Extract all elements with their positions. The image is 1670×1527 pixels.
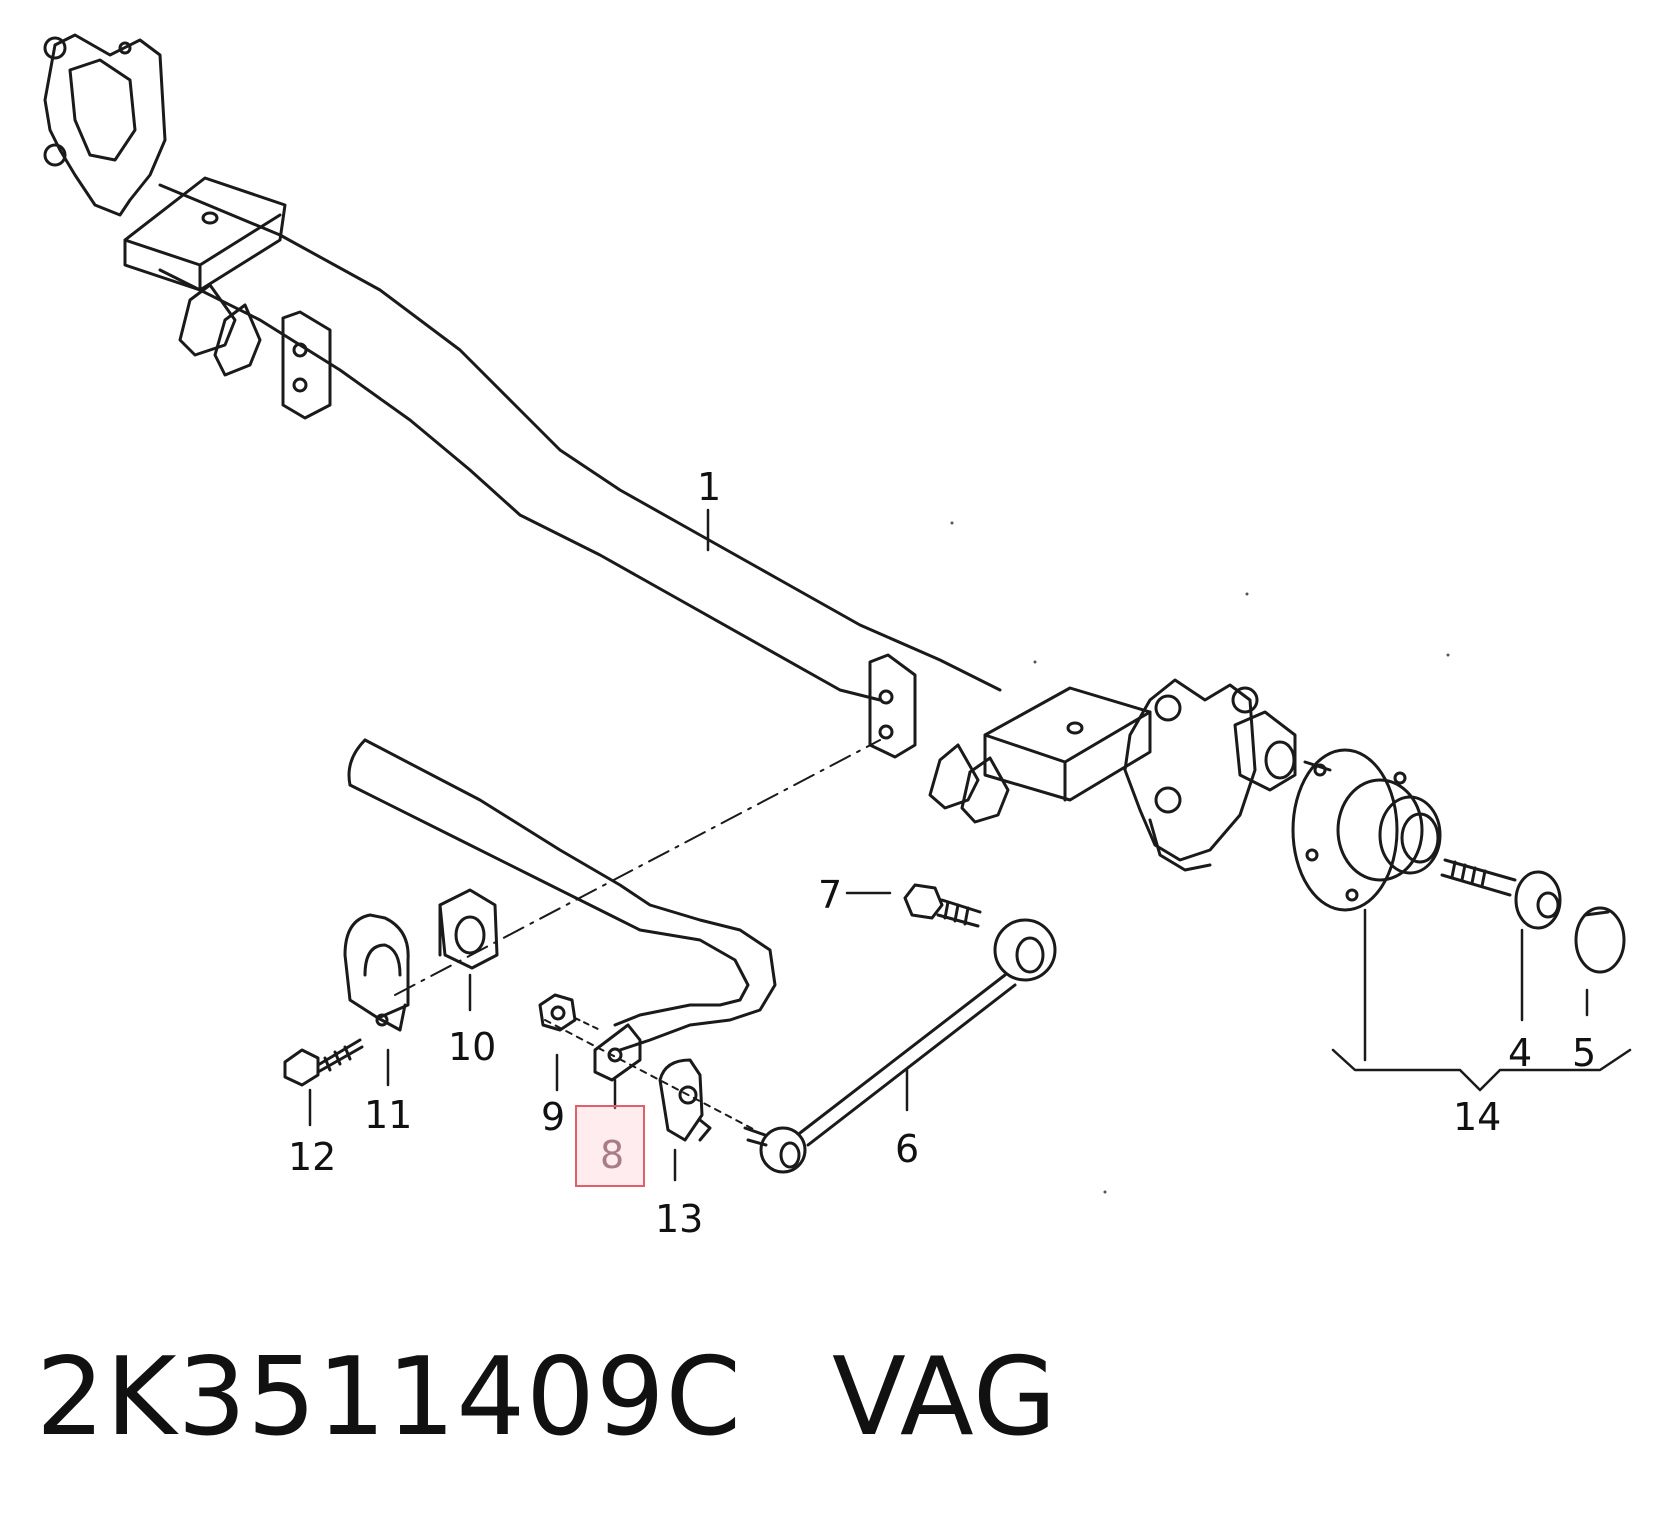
rear-axle-beam xyxy=(43,33,1332,872)
hub-bolt xyxy=(1440,858,1562,930)
wheel-hub xyxy=(1291,748,1442,912)
bushing-clamp xyxy=(343,913,410,1032)
callout-11: 11 xyxy=(364,1093,412,1137)
coupling-rod-bolt xyxy=(903,883,982,928)
link-nut xyxy=(538,993,601,1032)
stabilizer-bushing xyxy=(438,888,499,970)
callout-1: 1 xyxy=(697,465,721,509)
callout-labels: 1 7 6 10 11 12 9 8 13 4 5 14 xyxy=(288,465,1596,1241)
callout-5: 5 xyxy=(1572,1031,1596,1075)
part-number: 2K3511409C xyxy=(36,1335,742,1460)
clamp-bolt xyxy=(283,1038,364,1087)
part-caption: 2K3511409C VAG xyxy=(36,1335,1058,1460)
callout-4: 4 xyxy=(1508,1031,1532,1075)
hub-cap xyxy=(1574,906,1626,974)
brand-name: VAG xyxy=(831,1335,1058,1460)
assembly-centerline-link xyxy=(544,1019,756,1131)
callout-9: 9 xyxy=(541,1095,565,1139)
callout-10: 10 xyxy=(448,1025,496,1069)
callout-12: 12 xyxy=(288,1135,336,1179)
highlighted-part-frame xyxy=(575,1105,645,1187)
scan-specks xyxy=(950,521,1450,1194)
stabilizer-link-bracket xyxy=(593,1023,642,1082)
callout-7: 7 xyxy=(818,873,842,917)
callout-13: 13 xyxy=(655,1197,703,1241)
callout-8: 8 xyxy=(600,1133,624,1177)
stabilizer-bar xyxy=(347,738,777,1052)
link-clip xyxy=(658,1058,712,1142)
callout-6: 6 xyxy=(895,1127,919,1171)
leader-lines xyxy=(308,508,1632,1182)
callout-14: 14 xyxy=(1453,1095,1501,1139)
coupling-rod xyxy=(743,918,1057,1174)
assembly-centerline xyxy=(394,739,881,996)
